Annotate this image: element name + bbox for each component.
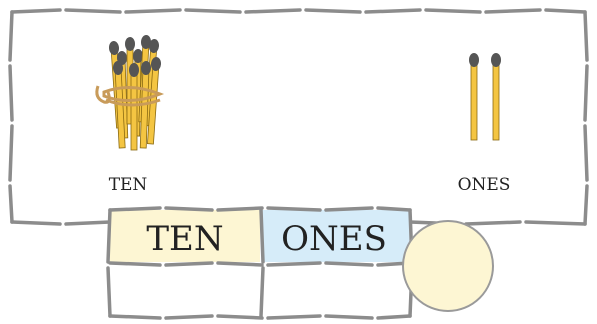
ones-header: ONES [281,219,387,259]
ones-label: ONES [458,175,511,195]
place-value-table: TEN ONES [106,206,414,320]
two-matchsticks-icon [469,53,501,141]
ten-label: TEN [109,175,148,195]
answer-circle[interactable] [402,220,494,312]
ones-answer-cell[interactable] [262,264,410,316]
ten-header: TEN [146,219,223,259]
ten-header-cell [110,210,260,262]
ten-answer-cell[interactable] [110,264,260,316]
bundle-of-ten-matchsticks-icon [95,35,165,151]
ones-header-cell [262,210,410,262]
